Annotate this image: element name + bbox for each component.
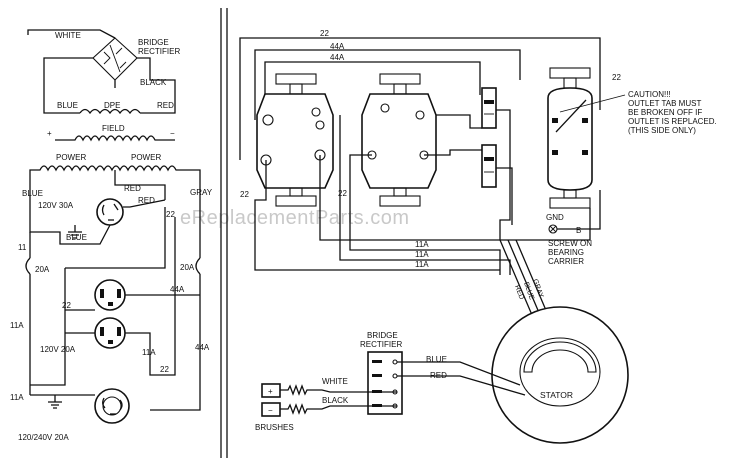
wire-22-mid [319, 155, 591, 241]
breaker-upper [481, 87, 497, 129]
wire-duplex-top [65, 207, 166, 269]
label-11a-3: 11A [415, 260, 429, 269]
breaker-left [25, 257, 31, 275]
label-11a-a: 11A [10, 321, 24, 330]
label-44a-top-2: 44A [330, 53, 345, 62]
label-22-top: 22 [320, 29, 329, 38]
label-white: WHITE [322, 377, 348, 386]
label-44a-b: 44A [195, 343, 210, 352]
label-20a-left: 20A [35, 265, 50, 274]
label-11a-2: 11A [415, 250, 429, 259]
caution-title: CAUTION!!! [628, 90, 671, 99]
label-field: FIELD [102, 124, 125, 133]
watermark: eReplacementParts.com [180, 207, 409, 229]
field-winding [55, 135, 175, 142]
label-field-plus: + [47, 129, 52, 138]
power-windings [29, 165, 201, 195]
caution-line-4: (THIS SIDE ONLY) [628, 126, 696, 135]
caution-line-2: BE BROKEN OFF IF [628, 108, 702, 117]
label-red-3: RED [138, 196, 155, 205]
label-red-2: RED [124, 184, 141, 193]
label-outlet-20a: 120V 20A [40, 345, 76, 354]
label-black: BLACK [322, 396, 349, 405]
wire-white [27, 29, 116, 39]
label-screw-2: BEARING [548, 248, 584, 257]
label-field-minus: − [170, 129, 175, 138]
label-44a-a: 44A [170, 285, 185, 294]
wiring-panel: 22 44A 44A 22 [239, 29, 717, 444]
label-gray: GRAY [190, 188, 213, 197]
label-11a-1: 11A [415, 240, 429, 249]
wire-44a-top-2 [264, 61, 481, 110]
wire-rect-right [137, 57, 176, 110]
label-power-2: POWER [131, 153, 161, 162]
brush-minus-label: − [268, 406, 273, 415]
label-blue: BLUE [57, 101, 78, 110]
label-22-left: 22 [240, 190, 249, 199]
label-22-right: 22 [612, 73, 621, 82]
label-black: BLACK [140, 78, 167, 87]
label-screw-3: CARRIER [548, 257, 584, 266]
label-11a-c: 11A [10, 393, 24, 402]
caution-line-3: OUTLET IS REPLACED. [628, 117, 717, 126]
label-22-b: 22 [62, 301, 71, 310]
label-blue-2: BLUE [22, 189, 43, 198]
wire-red-center [114, 170, 166, 200]
label-outlet-240v: 120/240V 20A [18, 433, 69, 442]
label-20a-right: 20A [180, 263, 195, 272]
wire-22-top [239, 37, 601, 160]
stator-symbol [491, 306, 629, 444]
label-stator: STATOR [540, 390, 573, 400]
label-screw-1: SCREW ON [548, 239, 592, 248]
brush-plus-label: + [268, 387, 273, 396]
ground-symbol [68, 231, 82, 239]
label-outlet-30a: 120V 30A [38, 201, 74, 210]
label-11a-b: 11A [142, 348, 156, 357]
stator-lead-red: RED [513, 284, 525, 300]
label-b: B [576, 226, 581, 235]
wire-44a-top-1 [254, 49, 521, 120]
label-blue: BLUE [426, 355, 447, 364]
breaker-lower [481, 144, 497, 188]
caution-leader [559, 94, 626, 113]
label-11-a: 11 [18, 243, 27, 252]
wire-outlet30-blue [29, 190, 111, 245]
wire-rect-left [43, 57, 93, 70]
wire-dpe-left [43, 70, 80, 114]
brush-spring-minus [280, 403, 347, 415]
label-22-mid: 22 [338, 189, 347, 198]
receptacle-twistlock [256, 73, 334, 207]
label-22-c: 22 [160, 365, 169, 374]
receptacle-30a [547, 67, 593, 209]
wire-22-left [254, 160, 500, 271]
brush-assembly: BRIDGE RECTIFIER BLUE RED WHITE BLACK + … [255, 331, 526, 432]
bridge-rectifier-symbol [92, 37, 138, 81]
label-dpe: DPE [104, 101, 120, 110]
wire-dpe-right [140, 110, 176, 114]
label-44a-top-1: 44A [330, 42, 345, 51]
bridge-label-2: RECTIFIER [360, 340, 402, 349]
dpe-winding [79, 108, 141, 115]
wire-outlet30-red [123, 199, 166, 208]
receptacle-duplex [361, 73, 437, 207]
outlet-30a-symbol [96, 198, 124, 226]
label-power-1: POWER [56, 153, 86, 162]
label-gnd: GND [546, 213, 564, 222]
label-red: RED [157, 101, 174, 110]
label-brushes: BRUSHES [255, 423, 294, 432]
label-white: WHITE [55, 31, 81, 40]
bridge-label-1: BRIDGE [367, 331, 398, 340]
outlet-240v-symbol [94, 388, 130, 424]
brush-spring-plus [280, 384, 347, 396]
breaker-right [195, 257, 201, 275]
caution-line-1: OUTLET TAB MUST [628, 99, 701, 108]
label-22-a: 22 [166, 210, 175, 219]
